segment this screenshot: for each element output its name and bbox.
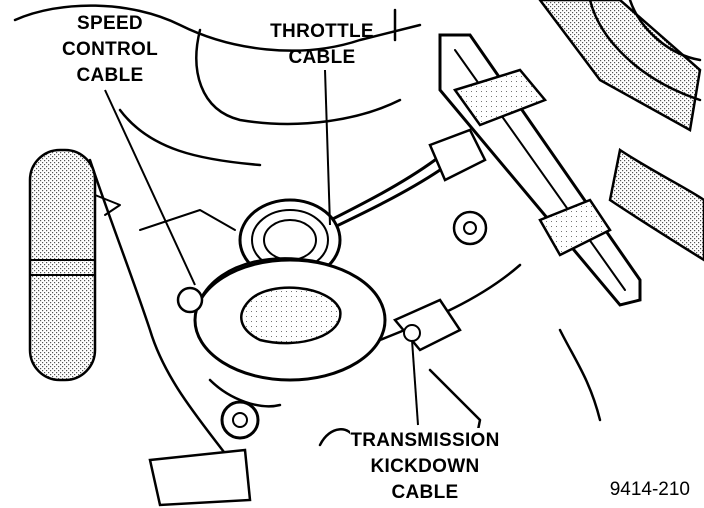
engine-housing	[13, 4, 422, 462]
kickdown-label-line2: KICKDOWN	[371, 456, 480, 477]
lower-components	[148, 328, 602, 507]
kickdown-cable	[378, 263, 522, 352]
leader-speed-control	[104, 89, 196, 286]
speed-control-label-line3: CABLE	[77, 65, 144, 86]
kickdown-label-line3: CABLE	[392, 482, 459, 503]
speed-control-label-line1: SPEED	[77, 13, 143, 34]
kickdown-label-line1: TRANSMISSION	[350, 430, 499, 451]
leader-kickdown	[411, 339, 419, 426]
throttle-lever-plate	[176, 257, 387, 440]
cable-mounting-bracket	[438, 33, 642, 307]
callout-kickdown: TRANSMISSION KICKDOWN CABLE	[350, 428, 500, 504]
figure-number: 9414-210	[610, 479, 690, 500]
leader-lines	[104, 69, 419, 426]
callout-throttle: THROTTLE CABLE	[270, 21, 374, 68]
upper-right-cables	[538, 0, 704, 262]
throttle-label-line2: CABLE	[289, 47, 356, 68]
throttle-label-line1: THROTTLE	[270, 21, 374, 42]
callout-speed-control: SPEED CONTROL CABLE	[62, 13, 158, 86]
leader-throttle	[324, 69, 331, 226]
left-vertical-tube	[28, 148, 97, 382]
speed-control-label-line2: CONTROL	[62, 39, 158, 60]
